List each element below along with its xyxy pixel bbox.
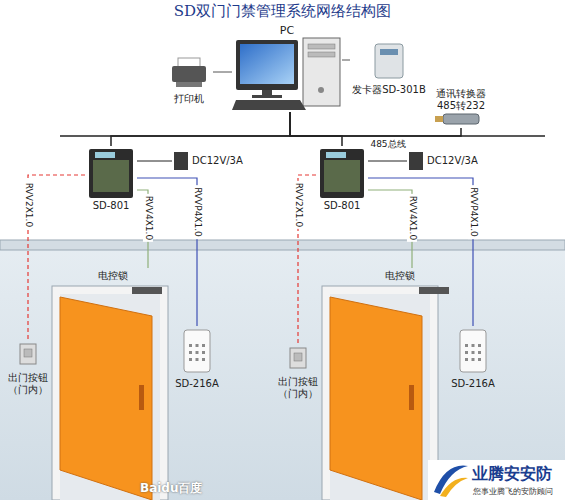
node-label: 电控锁 — [385, 270, 415, 282]
logo-ground — [428, 460, 565, 500]
controller-node: SD-801 — [85, 146, 137, 214]
cable-label: 485总线 — [368, 140, 407, 150]
door-leaf — [330, 297, 422, 500]
reader-node: SD-216A — [448, 326, 498, 392]
power-node: DC12V/3A — [407, 150, 485, 172]
lock-node: 电控锁 — [383, 268, 453, 294]
power-supply — [174, 152, 188, 170]
node-label: 打印机 — [174, 93, 204, 105]
wall-cap — [0, 240, 565, 250]
controller-board — [324, 160, 360, 192]
power-button — [318, 87, 324, 93]
controller-panel — [320, 149, 364, 198]
exit-button — [290, 348, 306, 368]
node-label: SD-801 — [324, 200, 361, 212]
converter-node: 通讯转换器 485转232 — [428, 86, 494, 128]
reader-node: SD-216A — [172, 326, 222, 392]
controller-panel — [89, 149, 133, 198]
connector-wire — [342, 60, 350, 61]
monitor-stand — [262, 90, 272, 95]
door-opening — [330, 294, 430, 500]
card-reader — [460, 330, 486, 372]
connector-wire — [213, 72, 232, 73]
power-node: DC12V/3A — [172, 150, 250, 172]
door-handle — [409, 385, 414, 410]
converter-device — [443, 114, 479, 124]
node-label: 出门按钮（门内） — [5, 372, 51, 396]
exit-button-node: 出门按钮（门内） — [2, 340, 54, 398]
keyboard — [232, 100, 306, 110]
node-label: PC — [280, 24, 294, 37]
drive-slot — [308, 44, 335, 49]
node-label: 出门按钮（门内） — [275, 376, 321, 400]
keypad — [189, 344, 205, 361]
button-face — [24, 349, 32, 357]
button-face — [294, 353, 302, 361]
node-label: 电控锁 — [98, 270, 128, 282]
node-label: DC12V/3A — [427, 155, 478, 167]
connector-wire — [28, 175, 85, 340]
exit-button-node: 出门按钮（门内） — [272, 344, 324, 402]
computer-node: PC — [232, 22, 342, 112]
monitor-screen — [240, 44, 294, 84]
lock-node: 电控锁 — [96, 268, 166, 294]
node-label: SD-801 — [93, 200, 130, 212]
logo-text: 业腾安安防 — [472, 464, 552, 485]
card-issuer — [375, 44, 403, 78]
node-label: SD-216A — [175, 378, 219, 390]
printer-body — [172, 66, 206, 82]
keypad — [465, 344, 481, 361]
pc-tower — [303, 38, 340, 106]
connector-wire — [368, 161, 407, 162]
connector-wire — [368, 190, 412, 268]
cable-label: RVVP4X1.0 — [192, 185, 202, 239]
controller-display — [95, 152, 115, 158]
card-issuer-node: 发卡器SD-301B — [350, 40, 428, 98]
node-label: 发卡器SD-301B — [352, 84, 426, 96]
controller-display — [326, 152, 346, 158]
watermark: Baidu百度 — [140, 480, 203, 497]
connector-wire — [111, 112, 290, 146]
printer-node: 打印机 — [165, 55, 213, 107]
door-frame — [322, 286, 438, 500]
converter-plug — [435, 116, 443, 122]
controller-node: SD-801 — [316, 146, 368, 214]
issuer-screen — [380, 49, 398, 55]
cable-label: RVV4X1.0 — [407, 194, 417, 242]
node-label: 通讯转换器 485转232 — [432, 88, 490, 112]
node-label: SD-216A — [451, 378, 495, 390]
controller-board — [93, 160, 129, 192]
door-opening — [60, 294, 160, 500]
exit-button — [20, 344, 36, 364]
logo-slogan: 您事业腾飞的安防顾问 — [473, 486, 553, 497]
node-label: DC12V/3A — [192, 155, 243, 167]
connector-wire — [137, 161, 172, 162]
cable-label: RVV2X1.0 — [293, 181, 303, 229]
wall — [0, 240, 565, 500]
diagram-title: SD双门门禁管理系统网络结构图 — [0, 2, 565, 21]
logo-swoosh — [440, 478, 468, 497]
card-reader — [184, 330, 210, 372]
cable-label: RVVP4X1.0 — [468, 185, 478, 239]
cable-label: RVV4X1.0 — [143, 194, 153, 242]
door-handle — [139, 385, 144, 410]
connector-wire — [137, 178, 197, 326]
door-leaf — [60, 297, 152, 500]
monitor-base — [252, 95, 282, 98]
printer-tray — [176, 82, 202, 87]
monitor — [236, 40, 298, 90]
door-frame — [52, 286, 168, 500]
lock-symbol — [132, 287, 162, 294]
lock-symbol — [419, 287, 449, 294]
drive-slot — [308, 52, 335, 57]
power-supply — [409, 152, 423, 170]
cable-label: RVV2X1.0 — [23, 181, 33, 229]
connector-wire — [290, 112, 461, 136]
connector-wire — [290, 112, 342, 146]
connector-wire — [368, 178, 473, 326]
